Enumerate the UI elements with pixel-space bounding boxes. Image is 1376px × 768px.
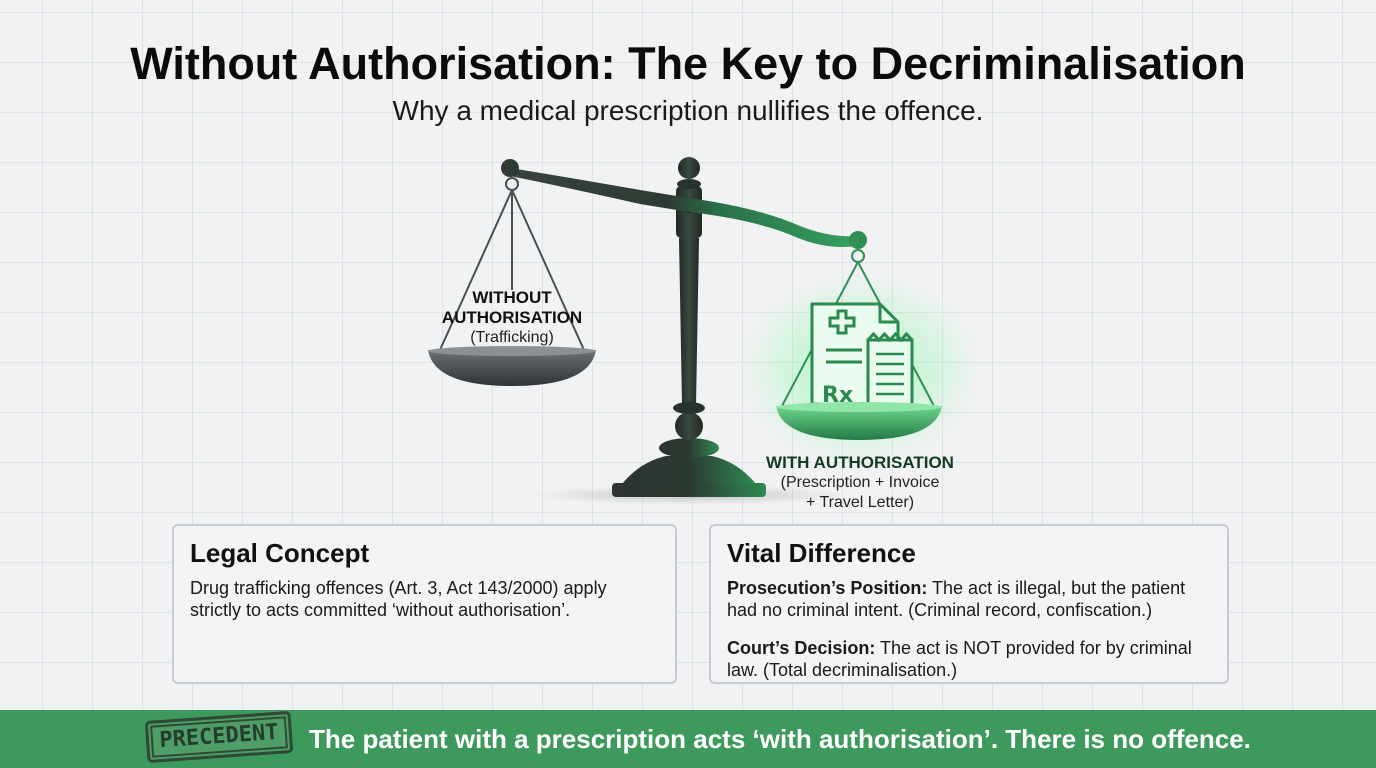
rx-symbol: Rx	[822, 383, 853, 408]
page-title: Without Authorisation: The Key to Decrim…	[130, 38, 1246, 89]
left-pan-heading-line2: AUTHORISATION	[441, 308, 583, 327]
beam-left-end	[501, 159, 519, 177]
scale-beam	[510, 168, 858, 247]
legal-concept-title: Legal Concept	[190, 538, 370, 568]
left-pan-heading-line1: WITHOUT	[472, 288, 552, 307]
prosecution-text: The act is illegal, but the patient had …	[727, 578, 1186, 620]
prosecution-label: Prosecution’s Position:	[727, 578, 928, 598]
left-pan-label: WITHOUT AUTHORISATION (Trafficking)	[422, 288, 602, 348]
court-decision: Court’s Decision: The act is NOT provide…	[727, 637, 1211, 681]
left-pan-subtitle: (Trafficking)	[470, 329, 554, 346]
court-text: The act is NOT provided for by criminal …	[727, 638, 1192, 680]
prosecution-position: Prosecution’s Position: The act is illeg…	[727, 577, 1211, 621]
court-label: Court’s Decision:	[727, 638, 876, 658]
right-pan-hanger	[781, 249, 935, 407]
vital-difference-card: Vital Difference Prosecution’s Position:…	[709, 524, 1229, 684]
right-pan	[776, 406, 942, 440]
vital-difference-title: Vital Difference	[727, 538, 916, 568]
right-pan-heading: WITH AUTHORISATION	[766, 453, 954, 472]
right-pan-subtitle-line1: (Prescription + Invoice	[780, 474, 940, 491]
prescription-document: Rx	[810, 302, 900, 408]
legal-concept-card: Legal Concept Drug trafficking offences …	[172, 524, 677, 684]
invoice-receipt	[866, 331, 914, 412]
page-subtitle: Why a medical prescription nullifies the…	[392, 95, 984, 126]
legal-concept-body: Drug trafficking offences (Art. 3, Act 1…	[190, 578, 607, 620]
right-pan-subtitle-line2: + Travel Letter)	[805, 494, 915, 511]
conclusion-text: The patient with a prescription acts ‘wi…	[309, 724, 1251, 754]
left-pan	[428, 350, 596, 386]
beam-right-end	[849, 231, 867, 249]
right-pan-label: WITH AUTHORISATION (Prescription + Invoi…	[740, 453, 980, 513]
right-pan-glow	[740, 275, 980, 465]
scale-post	[673, 157, 705, 414]
